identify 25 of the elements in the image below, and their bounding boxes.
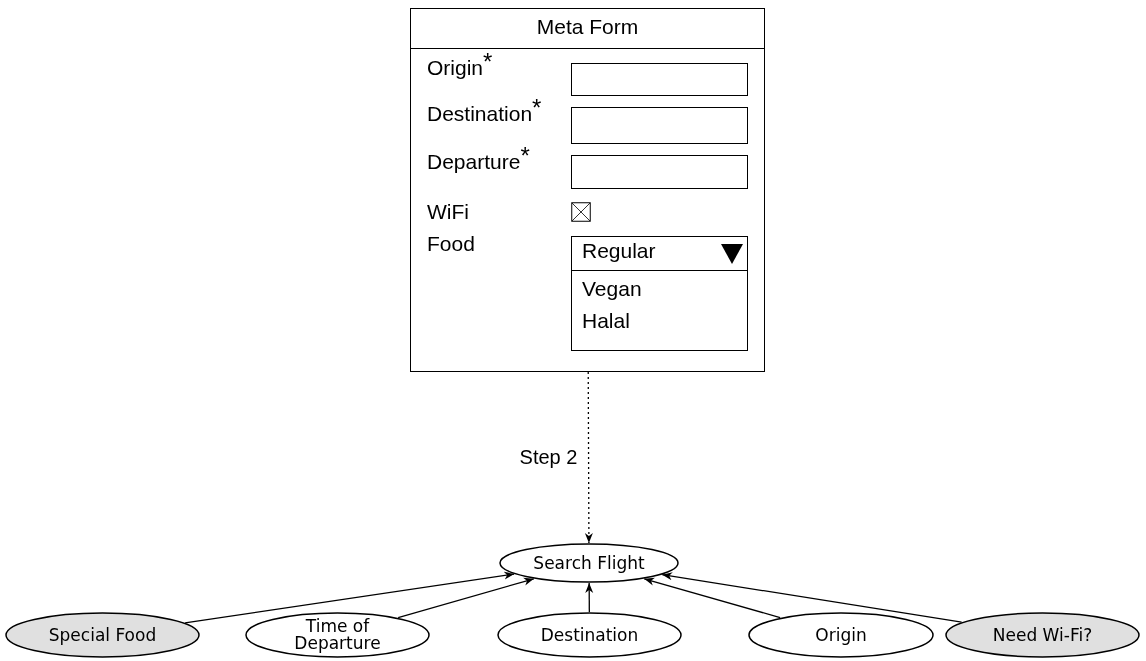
ellipse-node xyxy=(5,612,200,658)
arrow xyxy=(661,572,963,623)
arrow xyxy=(643,577,781,619)
ellipse-node xyxy=(748,612,934,658)
node-label: Origin xyxy=(815,626,867,644)
node-label: Need Wi-Fi? xyxy=(992,626,1093,644)
arrow xyxy=(584,371,593,544)
node-label: Search Flight xyxy=(533,554,645,572)
node-label: Special Food xyxy=(48,626,157,644)
form-title: Meta Form xyxy=(535,15,640,39)
node-label: Destination xyxy=(540,626,639,644)
field-label: Food xyxy=(427,232,475,256)
arrow xyxy=(184,571,515,624)
arrow xyxy=(397,577,535,619)
node-label: Time of Departure xyxy=(293,618,382,652)
dropdown-option: Vegan xyxy=(582,277,642,301)
dropdown-option: Halal xyxy=(582,309,630,333)
dropdown-option: Regular xyxy=(582,239,656,263)
ellipse-node xyxy=(945,612,1140,658)
ellipse-node xyxy=(499,543,679,583)
field-label: WiFi xyxy=(427,200,469,224)
form-panel xyxy=(410,8,765,372)
ellipse-node xyxy=(245,612,430,658)
arrow xyxy=(585,582,594,613)
ellipse-node xyxy=(497,612,682,658)
